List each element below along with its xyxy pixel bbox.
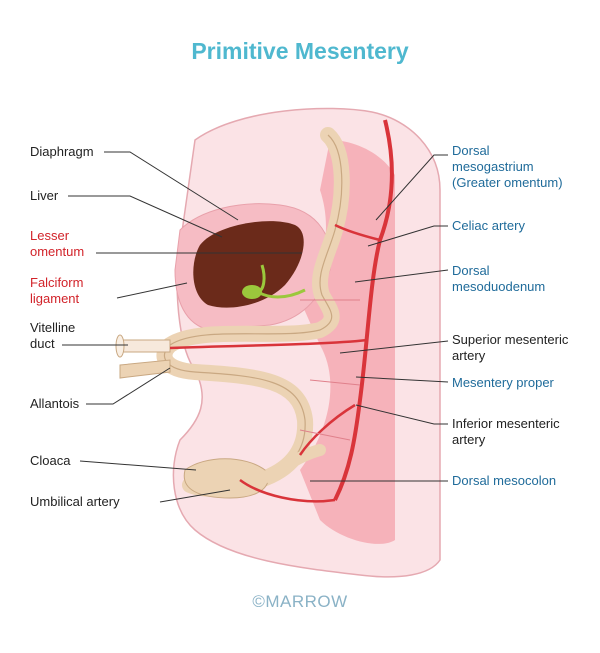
label-vitelline-duct: Vitelline duct bbox=[30, 320, 76, 351]
leader-mesoduodenum bbox=[354, 269, 449, 283]
label-diaphragm: Diaphragm bbox=[30, 144, 94, 159]
hindgut bbox=[254, 444, 326, 486]
leader-cloaca bbox=[79, 460, 197, 471]
leader-umbilical bbox=[159, 489, 231, 503]
liver bbox=[193, 221, 304, 308]
leader-celiac bbox=[367, 225, 448, 247]
cloaca bbox=[183, 458, 269, 499]
leader-mesentery-proper bbox=[355, 376, 449, 383]
celiac-artery-vessel bbox=[334, 223, 381, 242]
inferior-mesenteric-artery-vessel bbox=[298, 403, 356, 456]
mesentery-fold-3 bbox=[299, 429, 351, 441]
umbilical-artery-vessel bbox=[239, 478, 336, 503]
label-superior-mesenteric-artery: Superior mesenteric artery bbox=[452, 332, 569, 363]
vitelline-duct-opening bbox=[115, 334, 125, 358]
label-liver: Liver bbox=[30, 188, 59, 203]
leader-diaphragm bbox=[104, 151, 239, 221]
allantois bbox=[119, 359, 171, 379]
label-cloaca: Cloaca bbox=[30, 453, 71, 468]
mesentery-fold-2 bbox=[309, 379, 361, 386]
label-dorsal-mesogastrium: Dorsal mesogastrium (Greater omentum) bbox=[452, 143, 563, 190]
label-allantois: Allantois bbox=[30, 396, 80, 411]
leader-lines-right bbox=[310, 154, 449, 482]
vitelline-duct bbox=[119, 339, 171, 353]
watermark: ©MARROW bbox=[252, 592, 348, 611]
superior-mesenteric-artery-vessel bbox=[169, 338, 369, 350]
label-dorsal-mesoduodenum: Dorsal mesoduodenum bbox=[452, 263, 546, 294]
leader-ima bbox=[355, 404, 448, 425]
leader-allantois bbox=[86, 367, 171, 405]
leader-liver bbox=[68, 195, 223, 238]
leader-sma bbox=[339, 340, 449, 354]
diagram-title: Primitive Mesentery bbox=[191, 38, 409, 64]
label-falciform-ligament: Falciform ligament bbox=[30, 275, 84, 306]
leader-falciform bbox=[116, 282, 188, 299]
label-celiac-artery: Celiac artery bbox=[452, 218, 525, 233]
label-dorsal-mesocolon: Dorsal mesocolon bbox=[452, 473, 557, 488]
label-umbilical-artery: Umbilical artery bbox=[30, 494, 120, 509]
leader-mesogastrium bbox=[375, 154, 448, 221]
label-inferior-mesenteric-artery: Inferior mesenteric artery bbox=[452, 416, 560, 447]
leader-lines-left bbox=[62, 151, 302, 503]
gallbladder bbox=[242, 285, 262, 299]
dorsal-aorta bbox=[333, 119, 394, 501]
label-lesser-omentum: Lesser omentum bbox=[30, 228, 85, 259]
label-mesentery-proper: Mesentery proper bbox=[452, 375, 554, 390]
